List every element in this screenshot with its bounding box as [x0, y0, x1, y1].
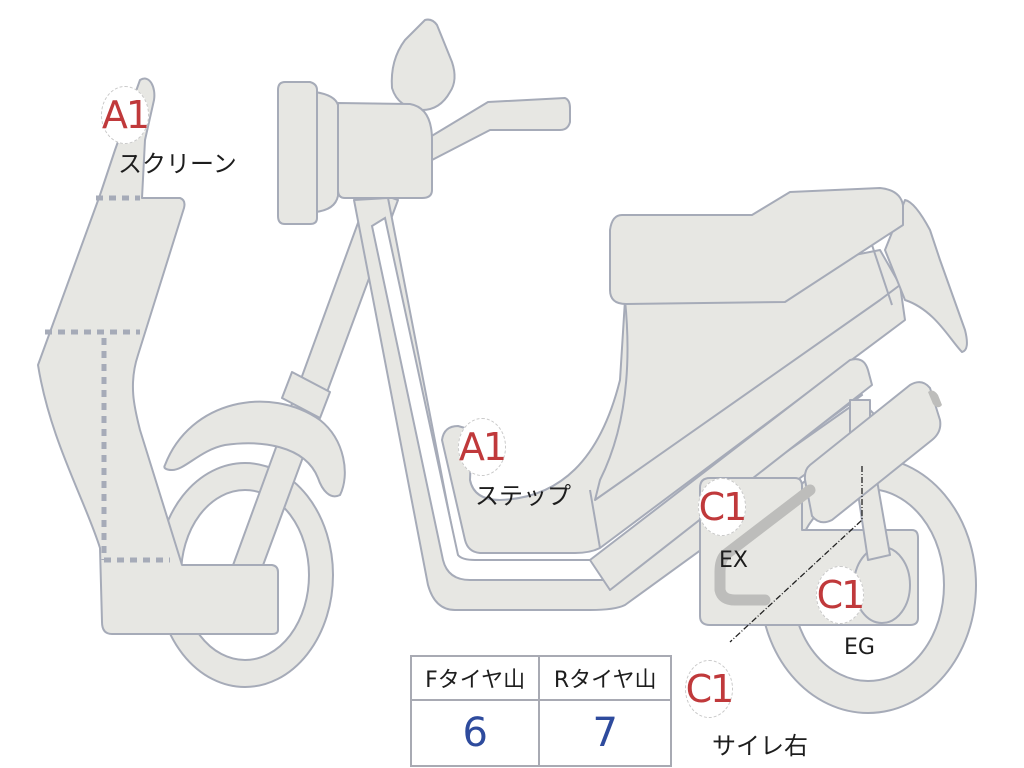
front-tread-value: 6 [409, 699, 541, 767]
rear-carrier [589, 358, 873, 591]
part-label-engine: EG [844, 635, 875, 660]
rear-tread-value: 7 [538, 699, 672, 767]
damage-code-badge: A1 [458, 418, 507, 476]
damage-code-badge: C1 [698, 478, 747, 536]
headlight-ring [314, 91, 339, 213]
front-tread-header: Fタイヤ山 [409, 655, 541, 701]
part-label-step: ステップ [475, 482, 571, 510]
damage-code-badge: C1 [685, 660, 734, 718]
front-fender [163, 400, 346, 498]
leader-line [729, 466, 863, 643]
handlebar [277, 18, 571, 225]
exhaust-pipe [714, 484, 816, 606]
part-label-exhaust: EX [719, 548, 748, 573]
air-box [803, 381, 942, 524]
rear-body [594, 249, 901, 501]
seat [609, 187, 904, 305]
leg-shield [37, 77, 279, 635]
mirror [390, 18, 456, 111]
part-label-muffler-right: サイレ右 [712, 732, 808, 760]
damage-code-badge: C1 [816, 566, 865, 624]
tire-tread-table: Fタイヤ山 Rタイヤ山 6 7 [409, 655, 672, 767]
part-label-screen: スクリーン [118, 150, 237, 178]
headlight-housing [337, 102, 433, 199]
headlight-lens [277, 81, 318, 225]
damage-code-badge: A1 [101, 86, 150, 144]
rear-tail [884, 199, 968, 353]
rear-tread-header: Rタイヤ山 [538, 655, 672, 701]
